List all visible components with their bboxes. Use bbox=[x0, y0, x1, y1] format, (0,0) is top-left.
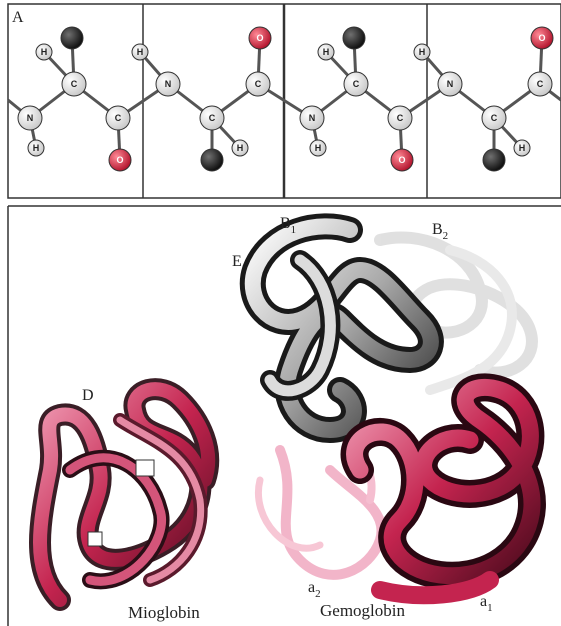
svg-text:C: C bbox=[397, 113, 404, 123]
heme-group bbox=[135, 459, 155, 477]
carbon-atom: C bbox=[387, 105, 413, 131]
svg-text:N: N bbox=[27, 113, 34, 123]
atoms: N H C C O H H N C H C O N H C C O H H N C H C O bbox=[17, 26, 554, 172]
svg-text:C: C bbox=[115, 113, 122, 123]
nitrogen-atom: N bbox=[17, 105, 43, 131]
nitrogen-atom: N bbox=[299, 105, 325, 131]
hydrogen-atom: H bbox=[35, 43, 53, 61]
panel-label-a: A bbox=[12, 9, 24, 26]
svg-text:N: N bbox=[447, 79, 454, 89]
svg-text:O: O bbox=[538, 33, 545, 43]
hemoglobin-b1-chain bbox=[239, 213, 444, 444]
svg-text:O: O bbox=[398, 155, 405, 165]
svg-text:N: N bbox=[165, 79, 172, 89]
svg-text:C: C bbox=[255, 79, 262, 89]
svg-text:O: O bbox=[256, 33, 263, 43]
hydrogen-atom: H bbox=[513, 139, 531, 157]
caption-myoglobin: Mioglobin bbox=[128, 603, 200, 622]
side-chain-atom bbox=[200, 148, 224, 172]
svg-text:H: H bbox=[41, 47, 48, 57]
carbon-atom: C bbox=[527, 71, 553, 97]
side-chain-atom bbox=[482, 148, 506, 172]
label-a2: a2 bbox=[308, 579, 321, 600]
side-chain-atom bbox=[60, 26, 84, 50]
svg-text:H: H bbox=[519, 143, 526, 153]
svg-text:C: C bbox=[209, 113, 216, 123]
svg-text:H: H bbox=[419, 47, 426, 57]
hydrogen-atom: H bbox=[27, 139, 45, 157]
oxygen-atom: O bbox=[530, 26, 554, 50]
nitrogen-atom: N bbox=[155, 71, 181, 97]
svg-text:O: O bbox=[116, 155, 123, 165]
peptide-panel: A N H C C O H H N C H C O N H C C O H H N C H C O bbox=[7, 3, 561, 199]
svg-text:C: C bbox=[353, 79, 360, 89]
carbon-atom: C bbox=[105, 105, 131, 131]
svg-text:H: H bbox=[137, 47, 144, 57]
myoglobin-chain bbox=[33, 382, 216, 607]
carbon-atom: C bbox=[61, 71, 87, 97]
label-d: D bbox=[82, 387, 94, 404]
nitrogen-atom: N bbox=[437, 71, 463, 97]
side-chain-atom bbox=[342, 26, 366, 50]
oxygen-atom: O bbox=[248, 26, 272, 50]
carbon-atom: C bbox=[245, 71, 271, 97]
label-b1: B1 bbox=[280, 215, 296, 236]
label-a1: a1 bbox=[480, 593, 493, 614]
svg-text:H: H bbox=[323, 47, 330, 57]
svg-text:H: H bbox=[33, 143, 40, 153]
heme-group-2 bbox=[87, 531, 103, 547]
svg-text:C: C bbox=[71, 79, 78, 89]
svg-text:N: N bbox=[309, 113, 316, 123]
carbon-atom: C bbox=[343, 71, 369, 97]
svg-text:H: H bbox=[237, 143, 244, 153]
myoglobin-chain-back-hl bbox=[116, 416, 205, 584]
hydrogen-atom: H bbox=[309, 139, 327, 157]
oxygen-atom: O bbox=[108, 148, 132, 172]
caption-hemoglobin: Gemoglobin bbox=[320, 601, 405, 620]
hydrogen-atom: H bbox=[131, 43, 149, 61]
svg-text:C: C bbox=[491, 113, 498, 123]
svg-text:C: C bbox=[537, 79, 544, 89]
protein-panel: D E B1 B2 a2 a1 Mioglobin Gemoglobin bbox=[7, 205, 561, 626]
carbon-atom: C bbox=[481, 105, 507, 131]
oxygen-atom: O bbox=[390, 148, 414, 172]
myoglobin-structure bbox=[29, 378, 220, 611]
carbon-atom: C bbox=[199, 105, 225, 131]
hydrogen-atom: H bbox=[413, 43, 431, 61]
hydrogen-atom: H bbox=[317, 43, 335, 61]
hemoglobin-a1-chain bbox=[340, 373, 546, 605]
myoglobin-chain-inner-hl bbox=[65, 453, 166, 586]
label-e: E bbox=[232, 253, 242, 270]
svg-text:H: H bbox=[315, 143, 322, 153]
label-b2: B2 bbox=[432, 221, 448, 242]
hydrogen-atom: H bbox=[231, 139, 249, 157]
